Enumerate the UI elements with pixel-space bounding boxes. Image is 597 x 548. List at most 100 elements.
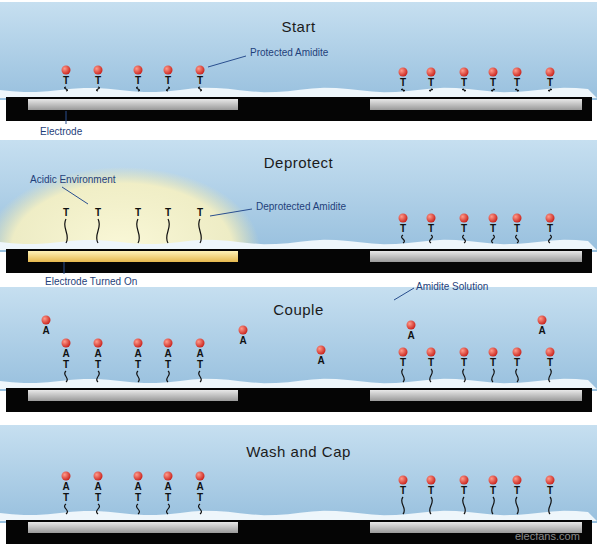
- base-letter: T: [428, 78, 434, 88]
- base-letter: A: [196, 349, 203, 359]
- base-letter: T: [63, 208, 69, 218]
- step-title: Start: [0, 18, 597, 35]
- callout-label: Electrode Turned On: [45, 276, 137, 287]
- step-title: Couple: [0, 301, 597, 318]
- protecting-group: [513, 348, 522, 357]
- protecting-group: [460, 68, 469, 77]
- linker-strand: [97, 219, 100, 243]
- callout-label: Acidic Environment: [30, 174, 116, 185]
- linker-strand: [549, 235, 552, 243]
- protecting-group: [42, 316, 51, 325]
- linker-strand: [516, 369, 519, 382]
- step-panel: Couple: [0, 287, 597, 413]
- protecting-group: [427, 348, 436, 357]
- electrode: [28, 251, 238, 262]
- protecting-group: [62, 339, 71, 348]
- protecting-group: [196, 339, 205, 348]
- protecting-group: [427, 214, 436, 223]
- linker-strand: [199, 371, 202, 382]
- base-letter: T: [165, 76, 171, 86]
- acid-glow: [0, 167, 260, 249]
- protecting-group: [94, 472, 103, 481]
- base-letter: A: [407, 331, 414, 341]
- surface-layer: [0, 379, 597, 389]
- base-letter: T: [95, 360, 101, 370]
- base-letter: T: [400, 358, 406, 368]
- protecting-group: [427, 476, 436, 485]
- base-letter: T: [135, 493, 141, 503]
- callout-label: Amidite Solution: [416, 281, 488, 292]
- linker-strand: [167, 219, 170, 243]
- surface-layer: [0, 88, 597, 98]
- base-letter: T: [197, 208, 203, 218]
- linker-strand: [167, 504, 170, 514]
- linker-strand: [65, 87, 68, 91]
- base-letter: T: [547, 358, 553, 368]
- protecting-group: [489, 214, 498, 223]
- base-letter: T: [428, 224, 434, 234]
- step-title: Deprotect: [0, 154, 597, 171]
- base-letter: A: [317, 356, 324, 366]
- protecting-group: [407, 321, 416, 330]
- base-letter: A: [94, 482, 101, 492]
- panel-band: [0, 287, 597, 412]
- protecting-group: [546, 68, 555, 77]
- leader-line: [394, 288, 414, 300]
- base-letter: T: [197, 493, 203, 503]
- linker-strand: [463, 497, 466, 514]
- linker-strand: [402, 235, 405, 243]
- leader-line: [208, 56, 246, 67]
- base-letter: T: [135, 360, 141, 370]
- electrode: [370, 99, 582, 110]
- base-letter: A: [164, 482, 171, 492]
- base-letter: A: [164, 349, 171, 359]
- leader-line: [64, 262, 65, 274]
- base-letter: T: [197, 76, 203, 86]
- linker-strand: [167, 371, 170, 382]
- watermark: elecfans.com: [515, 530, 580, 542]
- protecting-group: [489, 68, 498, 77]
- base-letter: T: [400, 78, 406, 88]
- linker-strand: [430, 369, 433, 382]
- substrate-bar: [6, 249, 592, 273]
- step-panel: Wash and Cap: [0, 425, 597, 546]
- protecting-group: [460, 348, 469, 357]
- electrode: [370, 251, 582, 262]
- base-letter: A: [62, 349, 69, 359]
- base-letter: T: [400, 224, 406, 234]
- step-title: Wash and Cap: [0, 443, 597, 460]
- protecting-group: [399, 68, 408, 77]
- protecting-group: [164, 472, 173, 481]
- base-letter: T: [514, 224, 520, 234]
- protecting-group: [489, 348, 498, 357]
- linker-strand: [167, 87, 170, 91]
- linker-strand: [463, 89, 466, 91]
- linker-strand: [402, 497, 405, 514]
- protecting-group: [134, 66, 143, 75]
- protecting-group: [489, 476, 498, 485]
- panel-band: [0, 2, 597, 121]
- protecting-group: [134, 472, 143, 481]
- callout-label: Electrode: [40, 126, 82, 137]
- linker-strand: [65, 219, 68, 243]
- leader-line: [62, 187, 88, 204]
- base-letter: T: [514, 78, 520, 88]
- base-letter: T: [400, 486, 406, 496]
- electrode: [28, 522, 238, 533]
- protecting-group: [546, 348, 555, 357]
- leader-line: [210, 209, 252, 216]
- protecting-group: [538, 316, 547, 325]
- solution-ground: [0, 425, 597, 523]
- panel-band: [0, 425, 597, 544]
- linker-strand: [430, 235, 433, 243]
- base-letter: A: [94, 349, 101, 359]
- surface-layer: [0, 511, 597, 521]
- protecting-group: [460, 214, 469, 223]
- base-letter: T: [135, 76, 141, 86]
- linker-strand: [492, 369, 495, 382]
- linker-strand: [549, 369, 552, 382]
- solution-ground: [0, 287, 597, 391]
